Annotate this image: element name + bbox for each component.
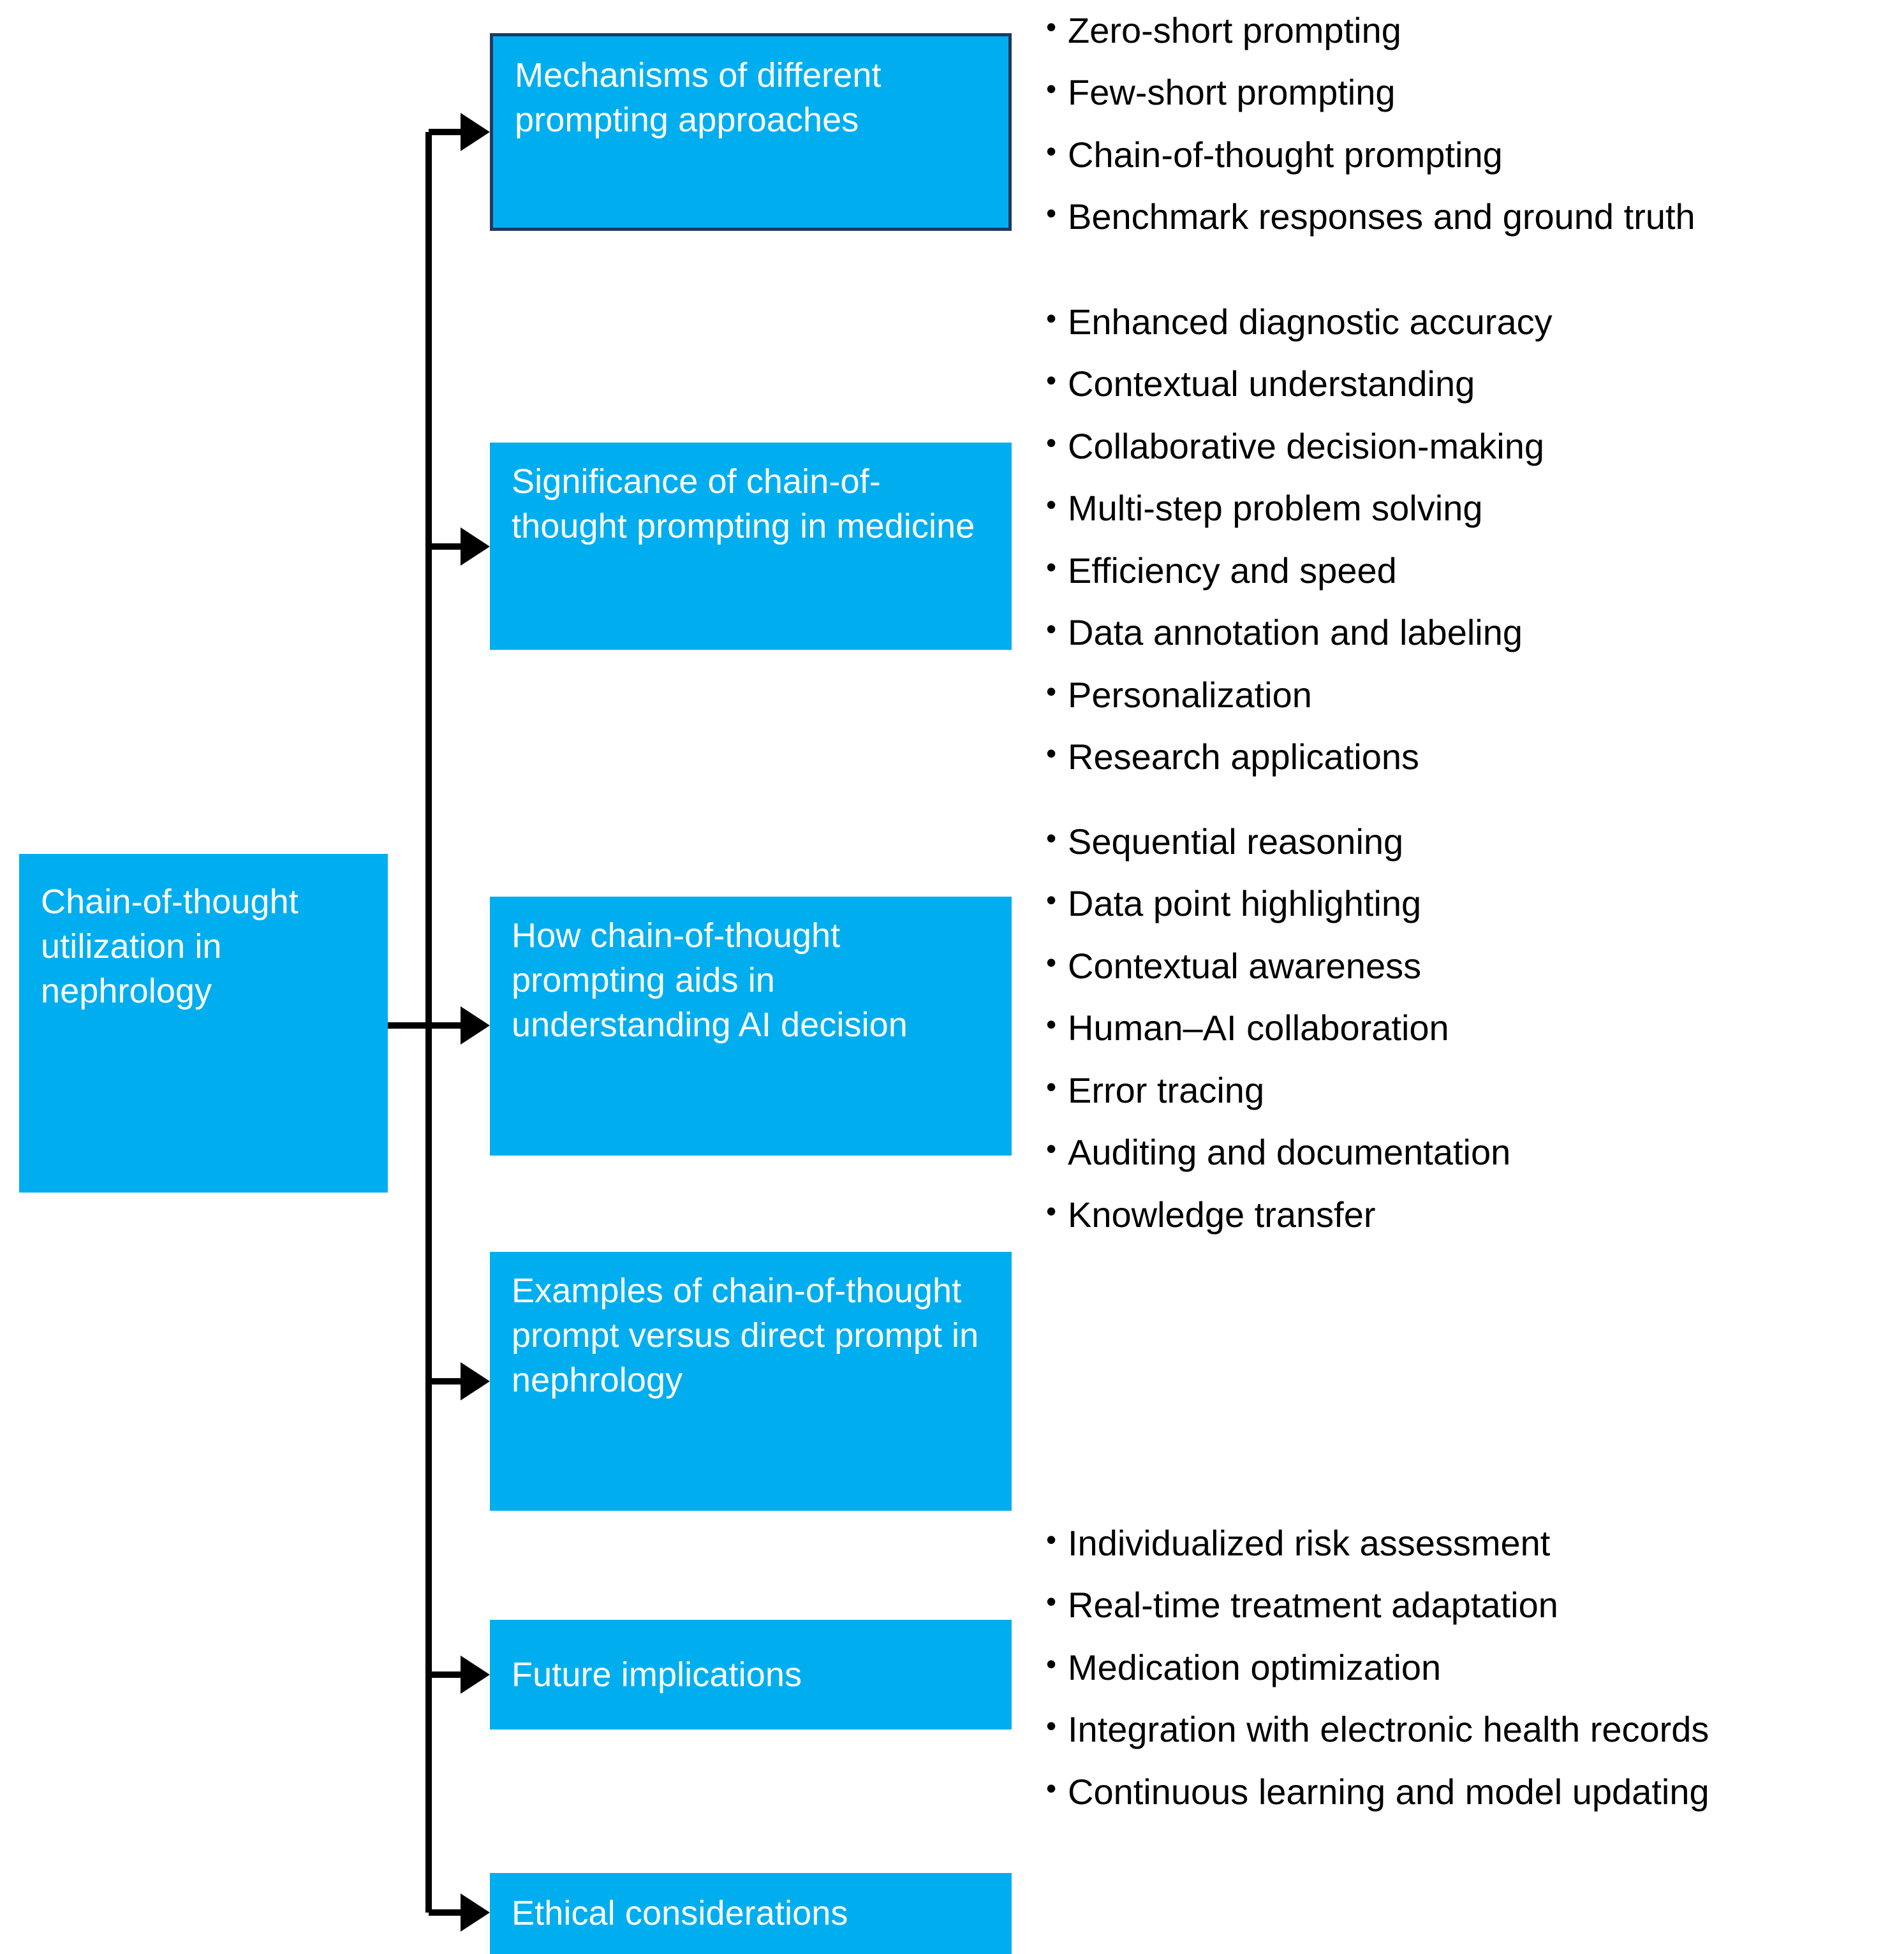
bullet-dot-icon: •: [1046, 550, 1057, 584]
bullet-dot-icon: •: [1046, 737, 1057, 770]
bullet-dot-icon: •: [1046, 1132, 1057, 1166]
node-how-chain-of-thought-prompting-aids-in-understanding-ai-decision[interactable]: How chain-of-thought prompting aids in u…: [490, 897, 1012, 1156]
bullet-label: Chain-of-thought prompting: [1068, 134, 1503, 175]
bullet-list-mechanisms: • Zero-short prompting • Few-short promptin…: [1046, 11, 1695, 237]
bullet-dot-icon: •: [1046, 364, 1057, 397]
bullet-item: • Data annotation and labeling: [1046, 613, 1553, 652]
bullet-dot-icon: •: [1046, 821, 1057, 855]
bullet-dot-icon: •: [1046, 1647, 1057, 1680]
node-significance-of-chain-of-thought-prompting-in-medicine[interactable]: Significance of chain-of-thought prompti…: [490, 443, 1012, 650]
bullet-item: • Collaborative decision-making: [1046, 427, 1553, 466]
bullet-label: Sequential reasoning: [1068, 821, 1404, 862]
bullet-dot-icon: •: [1046, 72, 1057, 106]
bullet-item: • Few-short prompting: [1046, 73, 1695, 112]
bullet-item: • Personalization: [1046, 674, 1553, 715]
bullet-item: • Chain-of-thought prompting: [1046, 134, 1695, 175]
bullet-label: Knowledge transfer: [1068, 1194, 1376, 1235]
bullet-dot-icon: •: [1046, 134, 1057, 168]
bullet-list-future: • Individualized risk assessment • Real-tim…: [1046, 1524, 1709, 1811]
bullet-label: Zero-short prompting: [1068, 10, 1401, 50]
bullet-list-significance: • Enhanced diagnostic accuracy • Contextual…: [1046, 302, 1553, 777]
bullet-label: Auditing and documentation: [1068, 1132, 1511, 1173]
bullet-dot-icon: •: [1046, 1194, 1057, 1228]
bullet-item: • Contextual awareness: [1046, 945, 1510, 986]
bullet-item: • Auditing and documentation: [1046, 1133, 1510, 1172]
bullet-dot-icon: •: [1046, 10, 1057, 43]
bullet-label: Few-short prompting: [1068, 72, 1396, 113]
bullet-item: • Zero-short prompting: [1046, 11, 1695, 50]
node-future-implications[interactable]: Future implications: [490, 1620, 1012, 1730]
bullet-label: Integration with electronic health recor…: [1068, 1709, 1709, 1750]
root-node-chain-of-thought-utilization[interactable]: Chain-of-thought utilization in nephrolo…: [19, 854, 388, 1193]
bullet-dot-icon: •: [1046, 488, 1057, 522]
bullet-item: • Contextual understanding: [1046, 364, 1553, 404]
bullet-item: • Multi-step problem solving: [1046, 488, 1553, 529]
bullet-label: Contextual understanding: [1068, 364, 1475, 404]
bullet-dot-icon: •: [1046, 1069, 1057, 1103]
bullet-dot-icon: •: [1046, 883, 1057, 917]
bullet-item: • Integration with electronic health reco…: [1046, 1710, 1709, 1749]
bullet-label: Research applications: [1068, 737, 1419, 777]
bullet-item: • Individualized risk assessment: [1046, 1524, 1709, 1562]
arrowhead-1: [461, 113, 490, 151]
bullet-dot-icon: •: [1046, 302, 1057, 335]
bullet-label: Error tracing: [1068, 1069, 1265, 1110]
bullet-label: Human–AI collaboration: [1068, 1008, 1449, 1048]
bullet-label: Medication optimization: [1068, 1647, 1442, 1687]
arrowhead-4: [461, 1362, 490, 1400]
bullet-list-aids: • Sequential reasoning • Data point highlig…: [1046, 821, 1510, 1235]
bullet-label: Real-time treatment adaptation: [1068, 1585, 1558, 1626]
bullet-item: • Sequential reasoning: [1046, 821, 1510, 862]
bullet-dot-icon: •: [1046, 425, 1057, 459]
bullet-item: • Continuous learning and model updating: [1046, 1771, 1709, 1812]
bullet-dot-icon: •: [1046, 612, 1057, 646]
bullet-dot-icon: •: [1046, 196, 1057, 230]
arrowhead-2: [461, 527, 490, 566]
node-mechanisms-of-different-prompting-approaches[interactable]: Mechanisms of different prompting approa…: [490, 33, 1012, 231]
bullet-label: Multi-step problem solving: [1068, 488, 1483, 529]
bullet-item: • Enhanced diagnostic accuracy: [1046, 302, 1553, 342]
bullet-item: • Medication optimization: [1046, 1647, 1709, 1687]
bullet-label: Contextual awareness: [1068, 945, 1422, 986]
bullet-label: Benchmark responses and ground truth: [1068, 196, 1695, 237]
bullet-dot-icon: •: [1046, 945, 1057, 979]
bullet-item: • Knowledge transfer: [1046, 1194, 1510, 1235]
bullet-label: Data point highlighting: [1068, 883, 1422, 924]
bullet-item: • Research applications: [1046, 737, 1553, 777]
bullet-item: • Error tracing: [1046, 1071, 1510, 1110]
bullet-item: • Real-time treatment adaptation: [1046, 1585, 1709, 1626]
arrowhead-6: [461, 1893, 490, 1932]
bullet-dot-icon: •: [1046, 1008, 1057, 1041]
bullet-dot-icon: •: [1046, 674, 1057, 708]
bullet-label: Individualized risk assessment: [1068, 1523, 1551, 1563]
node-ethical-considerations[interactable]: Ethical considerations: [490, 1873, 1012, 1954]
bullet-item: • Data point highlighting: [1046, 883, 1510, 924]
bullet-label: Collaborative decision-making: [1068, 425, 1545, 466]
arrowhead-5: [461, 1656, 490, 1694]
bullet-label: Continuous learning and model updating: [1068, 1771, 1709, 1812]
bullet-label: Enhanced diagnostic accuracy: [1068, 302, 1553, 342]
bullet-dot-icon: •: [1046, 1709, 1057, 1743]
arrowhead-3: [461, 1006, 490, 1045]
bullet-item: • Benchmark responses and ground truth: [1046, 196, 1695, 237]
bullet-item: • Human–AI collaboration: [1046, 1008, 1510, 1048]
bullet-dot-icon: •: [1046, 1585, 1057, 1619]
node-examples-of-chain-of-thought-prompt-versus-direct-prompt-in-nephrology[interactable]: Examples of chain-of-thought prompt vers…: [490, 1252, 1012, 1511]
bullet-item: • Efficiency and speed: [1046, 550, 1553, 591]
bullet-label: Data annotation and labeling: [1068, 612, 1523, 653]
bullet-label: Efficiency and speed: [1068, 550, 1397, 591]
bullet-dot-icon: •: [1046, 1771, 1057, 1805]
bullet-label: Personalization: [1068, 674, 1312, 715]
bullet-dot-icon: •: [1046, 1523, 1057, 1556]
